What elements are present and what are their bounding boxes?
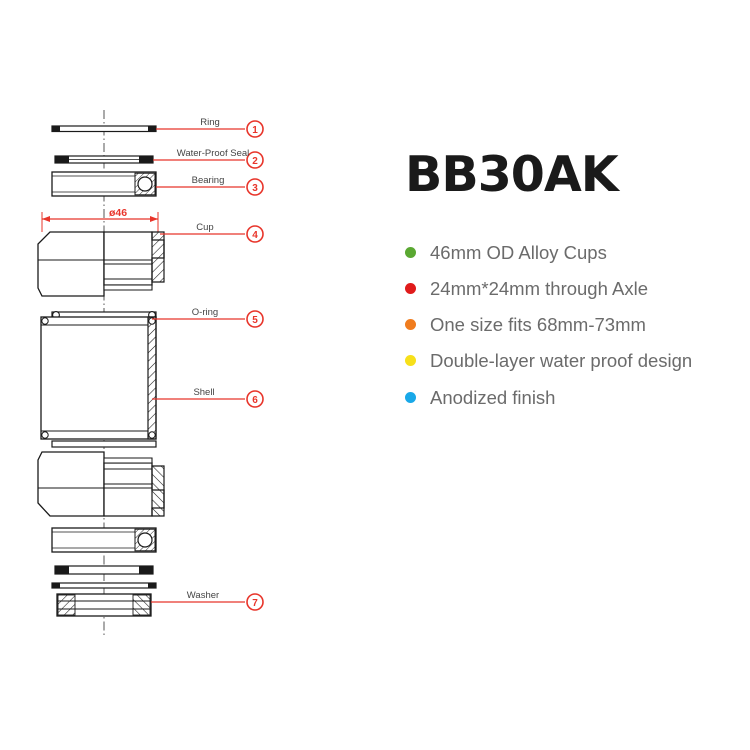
callout-number-6: 6 bbox=[252, 395, 258, 406]
part-washer bbox=[56, 593, 152, 617]
part-bearing-lower bbox=[51, 527, 157, 553]
feature-list: 46mm OD Alloy Cups 24mm*24mm through Axl… bbox=[405, 241, 750, 409]
part-water-proof-seal-lower bbox=[54, 565, 154, 575]
callout-marker-7 bbox=[246, 593, 264, 611]
callout-label-bearing: Bearing bbox=[192, 175, 225, 186]
callout-marker-1 bbox=[246, 120, 264, 138]
bullet-dot-icon bbox=[405, 319, 416, 331]
part-shell bbox=[40, 316, 157, 440]
callout-marker-4 bbox=[246, 225, 264, 243]
callout-ring: 1 Ring bbox=[156, 117, 264, 138]
callout-marker-2 bbox=[246, 151, 264, 169]
dimension-label: ø46 bbox=[109, 207, 127, 219]
callout-number-7: 7 bbox=[252, 598, 258, 609]
callout-label-shell: Shell bbox=[193, 387, 214, 398]
part-o-ring-lower bbox=[51, 440, 157, 448]
callout-cup: 4 Cup bbox=[160, 222, 264, 243]
product-info-panel: BB30AK 46mm OD Alloy Cups 24mm*24mm thro… bbox=[405, 150, 750, 422]
callout-shell: 6 Shell bbox=[152, 387, 264, 408]
feature-label: Double-layer water proof design bbox=[430, 350, 693, 372]
part-bearing-top bbox=[51, 171, 157, 197]
callout-label-cup: Cup bbox=[196, 222, 213, 233]
callout-water-proof-seal: 2 Water-Proof Seal bbox=[153, 148, 264, 169]
feature-label: 46mm OD Alloy Cups bbox=[430, 242, 607, 263]
part-ring-lower bbox=[51, 582, 157, 589]
feature-label: One size fits 68mm-73mm bbox=[430, 314, 646, 336]
feature-label: 24mm*24mm through Axle bbox=[430, 278, 648, 300]
diagram-canvas: ø46 bbox=[37, 110, 264, 638]
callout-marker-5 bbox=[246, 310, 264, 328]
dimension-diameter-46: ø46 bbox=[41, 207, 159, 232]
list-item: One size fits 68mm-73mm bbox=[405, 313, 750, 336]
part-ring-top bbox=[51, 125, 157, 133]
callout-label-water-proof-seal: Water-Proof Seal bbox=[177, 148, 250, 159]
bullet-dot-icon bbox=[405, 391, 416, 403]
callout-o-ring: 5 O-ring bbox=[152, 307, 264, 328]
page-title: BB30AK bbox=[405, 146, 619, 203]
callout-label-washer: Washer bbox=[187, 590, 219, 601]
callout-number-1: 1 bbox=[252, 125, 258, 136]
callout-marker-6 bbox=[246, 390, 264, 408]
exploded-assembly-diagram: ø46 bbox=[37, 110, 264, 638]
callout-number-3: 3 bbox=[252, 183, 258, 194]
callout-label-ring: Ring bbox=[200, 117, 220, 128]
list-item: Anodized finish bbox=[405, 386, 750, 409]
part-cup-upper bbox=[37, 231, 165, 297]
bullet-dot-icon bbox=[405, 355, 416, 367]
callout-marker-3 bbox=[246, 178, 264, 196]
callout-number-2: 2 bbox=[252, 156, 258, 167]
callout-washer: 7 Washer bbox=[151, 590, 264, 611]
list-item: 24mm*24mm through Axle bbox=[405, 277, 750, 300]
bullet-dot-icon bbox=[405, 283, 416, 295]
feature-label: Anodized finish bbox=[430, 386, 556, 408]
list-item: 46mm OD Alloy Cups bbox=[405, 241, 750, 264]
callout-label-o-ring: O-ring bbox=[192, 307, 218, 318]
callout-bearing: 3 Bearing bbox=[156, 175, 264, 196]
list-item: Double-layer water proof design bbox=[405, 349, 750, 372]
callout-number-5: 5 bbox=[252, 315, 258, 326]
part-cup-lower bbox=[37, 451, 165, 517]
callout-number-4: 4 bbox=[252, 230, 258, 241]
bullet-dot-icon bbox=[405, 247, 416, 259]
part-water-proof-seal-top bbox=[54, 155, 154, 164]
